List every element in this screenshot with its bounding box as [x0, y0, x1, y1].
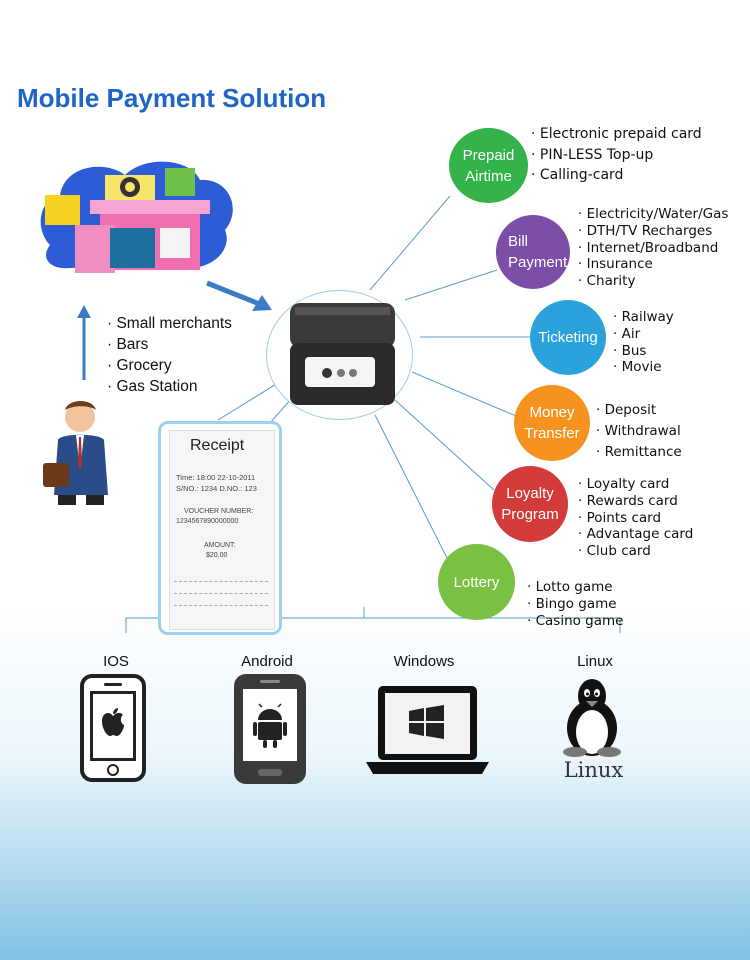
list-item: · Advantage card — [578, 526, 694, 543]
android-icon — [234, 674, 306, 784]
list-item: · Remittance — [596, 444, 682, 460]
printer-illustration — [290, 303, 395, 405]
list-item: · Casino game — [527, 612, 624, 629]
receipt-phone-card: Receipt Time: 18:00 22-10-2011 S/NO.: 12… — [158, 421, 282, 635]
bill-payment-items: · Electricity/Water/Gas · DTH/TV Recharg… — [578, 206, 728, 290]
linux-penguin-icon — [563, 679, 621, 757]
businessman-illustration — [43, 401, 108, 505]
list-item: · Charity — [578, 273, 636, 290]
page-title: Mobile Payment Solution — [17, 83, 327, 113]
list-item: · Points card — [578, 509, 662, 526]
list-item: · Calling-card — [531, 167, 624, 183]
list-item: · Withdrawal — [596, 423, 681, 439]
list-item: · DTH/TV Recharges — [578, 222, 713, 239]
receipt-voucher-number: 1234567890000000 — [176, 518, 239, 525]
receipt-voucher-label: VOUCHER NUMBER: — [184, 508, 254, 515]
merchant-item: · Bars — [107, 336, 149, 353]
windows-icon — [366, 686, 489, 774]
receipt-amount-label: AMOUNT: — [204, 542, 236, 549]
platform-label-ios: IOS — [103, 653, 129, 670]
category-bill-payment: Bill Payment — [496, 215, 570, 289]
list-item: · Loyalty card — [578, 476, 670, 492]
lottery-items: · Lotto game · Bingo game · Casino game — [527, 579, 623, 629]
list-item: · Bus — [613, 342, 647, 359]
money-transfer-items: · Deposit · Withdrawal · Remittance — [596, 400, 682, 463]
list-item: · Club card — [578, 543, 651, 560]
receipt-title: Receipt — [190, 437, 245, 454]
linux-logo-text: Linux — [563, 758, 624, 782]
list-item: · Electronic prepaid card — [531, 126, 702, 142]
merchant-item: · Small merchants — [107, 315, 232, 332]
receipt-paper: Receipt Time: 18:00 22-10-2011 S/NO.: 12… — [169, 430, 275, 630]
list-item: · Deposit — [596, 402, 657, 418]
category-ticketing: Ticketing — [530, 300, 606, 375]
list-item: · Air — [613, 325, 641, 342]
prepaid-airtime-items: · Electronic prepaid card · PIN-LESS Top… — [531, 124, 702, 186]
platform-label-linux: Linux — [577, 653, 613, 670]
merchant-list: · Small merchants · Bars · Grocery · Gas… — [107, 313, 232, 397]
list-item: · Bingo game — [527, 595, 617, 612]
receipt-time: Time: 18:00 22-10-2011 — [176, 473, 256, 482]
apple-icon — [80, 674, 146, 782]
platform-label-windows: Windows — [393, 653, 455, 670]
list-item: · Insurance — [578, 256, 653, 273]
list-item: · Internet/Broadband — [578, 239, 719, 256]
receipt-amount-value: $20.00 — [206, 552, 228, 559]
merchant-item: · Grocery — [107, 357, 172, 374]
list-item: · PIN-LESS Top-up — [531, 146, 654, 163]
receipt-sno: S/NO.: 1234 D.NO.: 123 — [176, 484, 257, 493]
category-lottery: Lottery — [438, 544, 515, 620]
store-illustration — [40, 161, 233, 273]
list-item: · Electricity/Water/Gas — [578, 206, 729, 222]
list-item: · Lotto game — [527, 579, 613, 595]
category-prepaid-airtime: Prepaid Airtime — [449, 128, 528, 203]
list-item: · Movie — [613, 359, 662, 376]
list-item: · Railway — [613, 309, 674, 325]
merchant-item: · Gas Station — [107, 378, 198, 395]
list-item: · Rewards card — [578, 492, 678, 509]
ticketing-items: · Railway · Air · Bus · Movie — [613, 309, 674, 376]
category-loyalty-program: Loyalty Program — [492, 466, 568, 542]
platform-label-android: Android — [241, 653, 293, 670]
loyalty-program-items: · Loyalty card · Rewards card · Points c… — [578, 476, 693, 560]
category-money-transfer: Money Transfer — [514, 385, 590, 461]
